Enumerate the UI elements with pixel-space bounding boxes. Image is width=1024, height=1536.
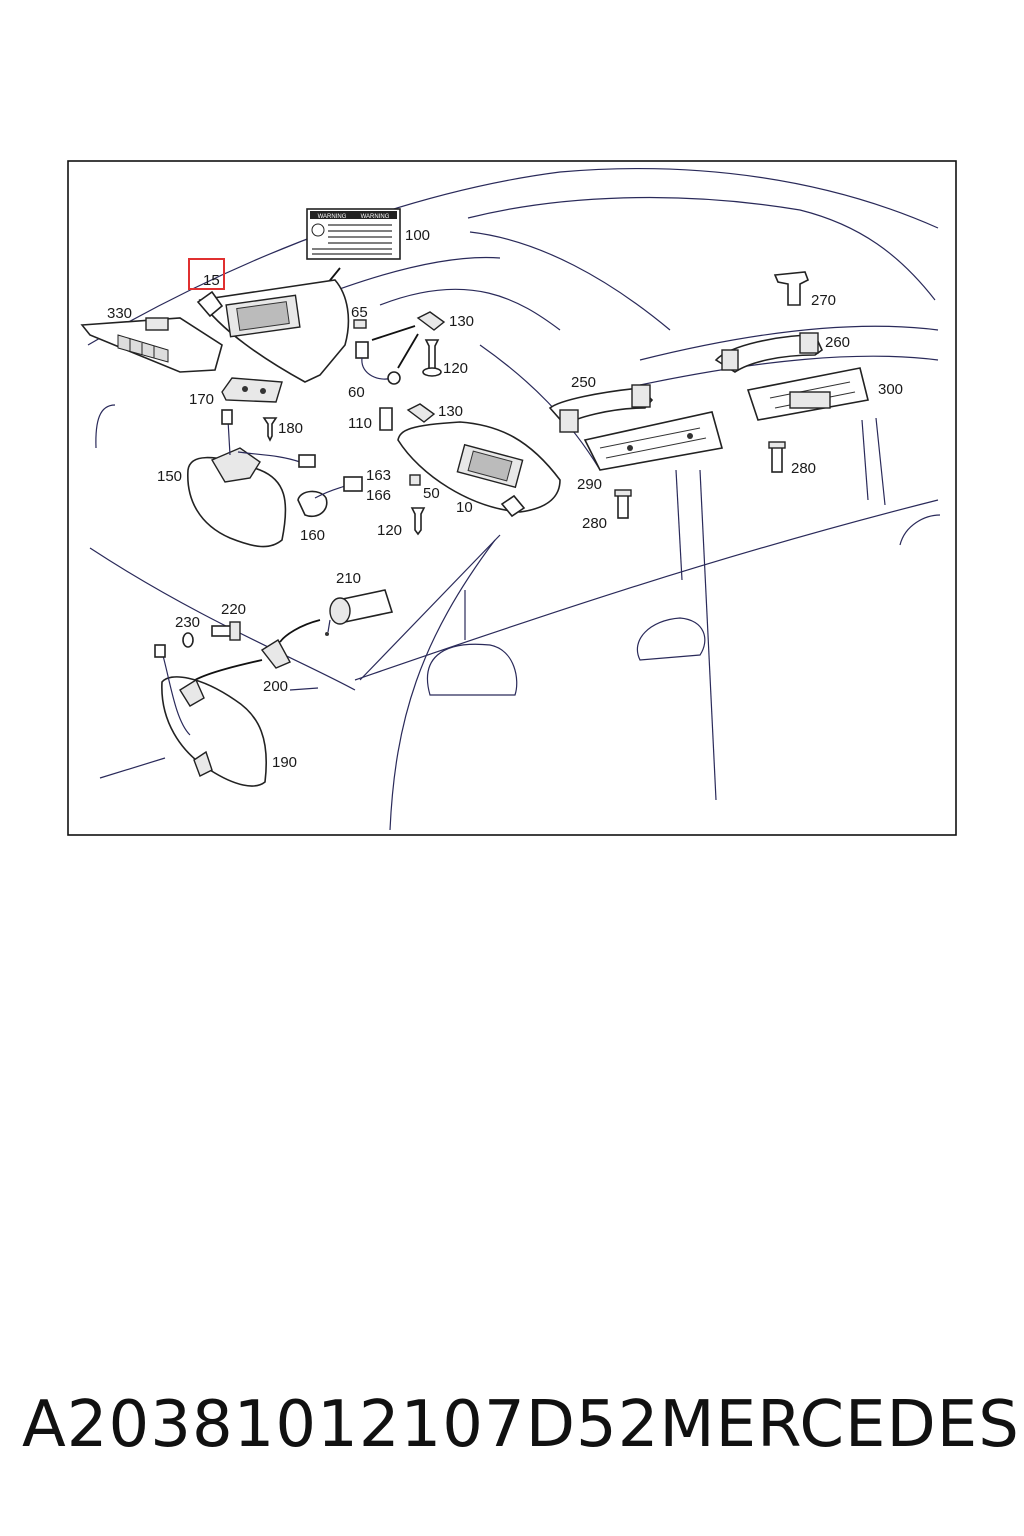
label-15: 15 (203, 272, 220, 289)
bracket-170 (221, 377, 283, 403)
part-number: A20381012107D52 (22, 1388, 660, 1462)
label-210: 210 (336, 570, 361, 587)
label-280-left: 280 (582, 515, 607, 532)
brand-name: MERCEDES (659, 1388, 1020, 1462)
console-330 (80, 317, 223, 373)
car-outline (87, 168, 941, 831)
label-190: 190 (272, 754, 297, 771)
part-labels: 15 100 330 65 130 120 60 170 180 110 130… (107, 227, 903, 771)
label-110: 110 (348, 415, 372, 432)
bolt-280-left (614, 489, 632, 519)
mount-200 (260, 639, 291, 669)
label-330: 330 (107, 305, 132, 322)
label-180: 180 (278, 420, 303, 437)
washer-230 (182, 632, 194, 648)
label-60: 60 (348, 384, 365, 401)
part-15-highlight (188, 258, 225, 290)
screw-180 (262, 417, 278, 442)
warning-label-part: WARNING WARNING (306, 208, 401, 260)
label-220: 220 (221, 601, 246, 618)
bracket-290 (583, 411, 724, 471)
label-160: 160 (300, 527, 325, 544)
grab-handle-260 (714, 332, 824, 373)
label-270: 270 (811, 292, 836, 309)
mirror-150 (187, 409, 316, 548)
sun-visor-right (397, 421, 561, 518)
warning-text-right: WARNING (361, 214, 390, 220)
warning-text-left: WARNING (318, 214, 347, 220)
bracket-300 (746, 367, 869, 421)
label-100: 100 (405, 227, 430, 244)
label-280-right: 280 (791, 460, 816, 477)
label-170: 170 (189, 391, 214, 408)
arrow-210 (279, 619, 321, 643)
sun-visor-left (196, 279, 350, 383)
label-250: 250 (571, 374, 596, 391)
arrow-200 (194, 659, 263, 681)
label-130-top: 130 (449, 313, 474, 330)
label-150: 150 (157, 468, 182, 485)
label-300: 300 (878, 381, 903, 398)
label-10: 10 (456, 499, 473, 516)
connector-160 (297, 476, 363, 517)
adhesive-210 (325, 589, 394, 636)
label-50: 50 (423, 485, 440, 502)
label-230: 230 (175, 614, 200, 631)
label-120-bottom: 120 (377, 522, 402, 539)
clip-270 (773, 271, 810, 306)
bolt-280-right (768, 441, 786, 473)
mirror-190 (154, 644, 267, 787)
label-65: 65 (351, 304, 368, 321)
label-260: 260 (825, 334, 850, 351)
grab-handle-250 (548, 384, 654, 433)
screw-220 (211, 621, 241, 641)
label-130-mid: 130 (438, 403, 463, 420)
label-200: 200 (263, 678, 288, 695)
part-footer: A20381012107D52 MERCEDES (22, 1380, 1019, 1470)
label-290: 290 (577, 476, 602, 493)
label-163: 163 (366, 467, 391, 484)
lamp-clip-group (353, 311, 446, 536)
label-166: 166 (366, 487, 391, 504)
label-120-top: 120 (443, 360, 468, 377)
